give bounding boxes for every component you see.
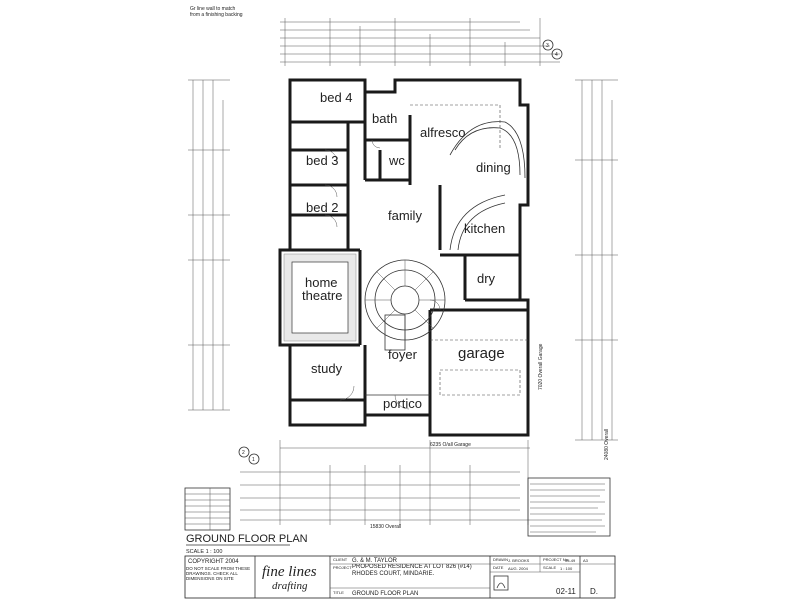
- stair: [364, 259, 446, 351]
- room-bath: bath: [372, 111, 397, 126]
- plan-scale: SCALE 1 : 100: [186, 549, 222, 555]
- room-dining: dining: [476, 160, 511, 175]
- room-wc: wc: [388, 153, 405, 168]
- svg-text:6235 O/all Garage: 6235 O/all Garage: [430, 442, 471, 448]
- room-bed3: bed 3: [306, 153, 339, 168]
- left-dimension-lines: [188, 79, 230, 411]
- client-name: G. & M. TAYLOR: [352, 558, 398, 564]
- svg-text:15830 Overall: 15830 Overall: [370, 524, 401, 530]
- brand-fine-lines: fine lines: [262, 564, 317, 580]
- room-bed4: bed 4: [320, 90, 353, 105]
- garage-details: [430, 339, 528, 396]
- svg-text:from a finishing backing: from a finishing backing: [190, 12, 243, 18]
- room-alfresco: alfresco: [420, 125, 466, 140]
- title-block: COPYRIGHT 2004 DO NOT SCALE FROM THESE D…: [184, 555, 616, 599]
- svg-text:2: 2: [242, 450, 245, 456]
- svg-text:TITLE: TITLE: [333, 590, 344, 595]
- svg-text:DATE: DATE: [493, 565, 504, 570]
- svg-text:PROJECT No.: PROJECT No.: [543, 557, 569, 562]
- svg-text:24080 Overall: 24080 Overall: [604, 429, 610, 460]
- svg-text:CLIENT: CLIENT: [333, 557, 348, 562]
- room-labels: bed 4 bath alfresco bed 3 wc dining bed …: [302, 90, 511, 411]
- copyright: COPYRIGHT 2004: [188, 559, 239, 565]
- project-number: 05-49: [565, 558, 576, 563]
- drawing-scale: 1 : 100: [560, 566, 573, 571]
- svg-text:4: 4: [555, 52, 558, 58]
- room-portico: portico: [383, 396, 422, 411]
- disclaimer: DO NOT SCALE FROM THESE DRAWINGS. CHECK …: [186, 566, 251, 581]
- building-walls: [278, 78, 530, 437]
- room-theatre: theatre: [302, 288, 342, 303]
- grid-marker-1: 1: [248, 453, 260, 465]
- sheet-size: A3: [583, 558, 589, 563]
- plan-title: GROUND FLOOR PLAN: [186, 533, 308, 545]
- alfresco-curve: [410, 104, 526, 179]
- room-garage: garage: [458, 345, 505, 362]
- room-foyer: foyer: [388, 347, 418, 362]
- svg-text:3: 3: [546, 43, 549, 49]
- drawing-date: AUG. 2004: [508, 566, 529, 571]
- notes-box: [527, 477, 611, 537]
- room-family: family: [388, 208, 422, 223]
- area-schedule: [184, 487, 231, 531]
- room-kitchen: kitchen: [464, 221, 505, 236]
- svg-text:PROJECT: PROJECT: [333, 565, 352, 570]
- right-dimension-lines: 24080 Overall 7020 Overall Garage: [538, 79, 618, 460]
- bottom-dimension-lines: 6235 O/all Garage 15830 Overall: [240, 440, 530, 530]
- svg-text:SCALE: SCALE: [543, 565, 556, 570]
- drawn-by: J. BROOKS: [508, 558, 530, 563]
- project-description: PROPOSED RESIDENCE AT LOT 826 (#14) RHOD…: [352, 564, 472, 577]
- svg-text:1: 1: [252, 457, 255, 463]
- kitchen-bench: [449, 194, 506, 251]
- svg-text:Gr line wall to match: Gr line wall to match: [190, 6, 236, 12]
- room-dry: dry: [477, 271, 496, 286]
- sheet-title: GROUND FLOOR PLAN: [352, 591, 418, 597]
- door-swings: [324, 139, 441, 410]
- grid-marker-3: 3: [542, 39, 554, 51]
- brand-drafting: drafting: [272, 580, 308, 592]
- sheet-number: 02-11: [556, 587, 576, 596]
- theatre-hatch: [283, 253, 357, 342]
- grid-marker-4: 4: [551, 48, 563, 60]
- room-bed2: bed 2: [306, 200, 339, 215]
- grid-marker-2: 2: [238, 446, 250, 458]
- plan-heading: GROUND FLOOR PLAN SCALE 1 : 100: [186, 533, 308, 555]
- room-study: study: [311, 361, 343, 376]
- svg-text:DRAWN: DRAWN: [493, 557, 508, 562]
- revision: D.: [590, 587, 598, 596]
- fire-logo-icon: [493, 575, 509, 591]
- room-home: home: [305, 275, 338, 290]
- svg-text:7020 Overall Garage: 7020 Overall Garage: [538, 343, 544, 390]
- top-dimension-lines: Gr line wall to match from a finishing b…: [190, 6, 560, 66]
